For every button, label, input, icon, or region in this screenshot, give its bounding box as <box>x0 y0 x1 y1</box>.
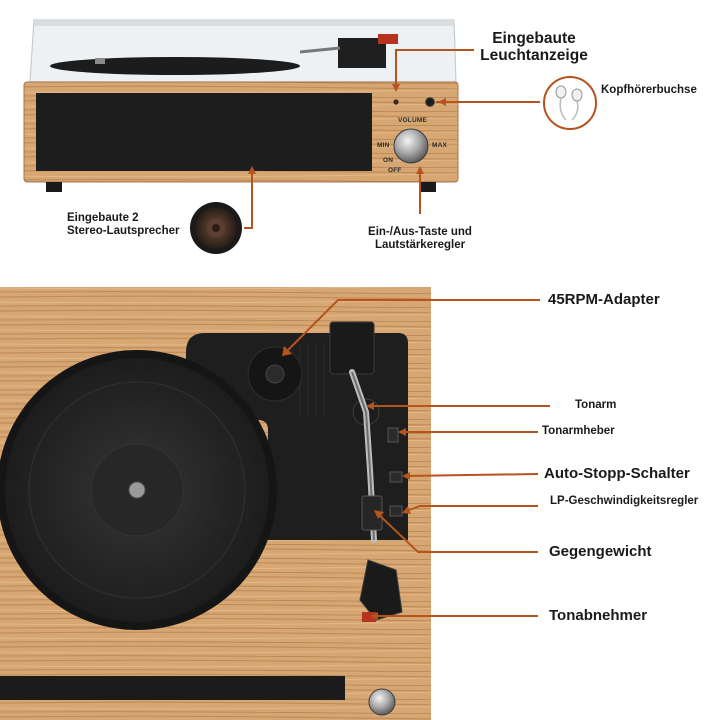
bottom-callout-lines <box>285 299 550 617</box>
knob-off-label: OFF <box>388 167 402 174</box>
label-tonearm-lift: Tonarmheber <box>542 425 615 437</box>
callout-speakers <box>244 168 253 229</box>
speed-switch <box>389 505 403 517</box>
volume-knob <box>393 128 429 164</box>
stylus-tip <box>362 612 376 622</box>
speaker-grille <box>36 93 372 171</box>
label-indicator-line2: Leuchtanzeige <box>480 47 588 65</box>
speaker-driver-icon <box>190 202 242 254</box>
label-indicator-line1: Eingebaute <box>492 30 576 47</box>
label-adapter: 45RPM-Adapter <box>548 291 660 308</box>
arrow-knob <box>416 166 424 174</box>
label-counterweight: Gegengewicht <box>549 543 652 560</box>
adapter-45rpm <box>265 364 285 384</box>
foot-right <box>420 182 436 192</box>
arrow-adapter <box>282 346 292 356</box>
label-indicator: Eingebaute Leuchtanzeige <box>476 30 592 65</box>
tonearm-lift <box>387 427 399 443</box>
callout-auto-stop <box>403 473 539 477</box>
spindle-front <box>95 58 105 64</box>
callout-counterweight <box>375 511 538 553</box>
label-power-volume-line1: Ein-/Aus-Taste und <box>368 226 472 238</box>
top-callout-lines <box>244 49 540 229</box>
speaker-grille-bottom <box>0 676 345 700</box>
dust-cover-edge <box>34 20 454 26</box>
tonearm-front <box>299 46 341 54</box>
label-cartridge: Tonabnehmer <box>549 607 648 624</box>
knob-min-label: MIN <box>377 142 390 149</box>
earphones-icon <box>543 76 597 130</box>
knob-volume-label: VOLUME <box>398 117 428 124</box>
label-speed: LP-Geschwindigkeitsregler <box>550 495 699 507</box>
arrow-speed <box>402 506 411 514</box>
label-power-volume: Ein-/Aus-Taste und Lautstärkeregler <box>358 226 482 252</box>
spindle <box>128 481 146 499</box>
arrow-auto-stop <box>402 472 410 480</box>
label-speakers-line2: Stereo-Lautsprecher <box>67 224 180 237</box>
knob-max-label: MAX <box>432 142 448 149</box>
arrow-headphone <box>438 98 446 106</box>
arrow-counterweight <box>374 510 384 519</box>
knob-on-label: ON <box>383 157 394 164</box>
headphone-jack <box>425 97 435 107</box>
arrow-speakers <box>248 166 256 174</box>
indicator-led <box>393 99 399 105</box>
volume-knob-bottom <box>368 688 396 716</box>
auto-stop-switch <box>389 471 403 483</box>
tonearm-head <box>329 321 375 375</box>
label-speakers: Eingebaute 2 Stereo-Lautsprecher <box>67 212 179 238</box>
tonearm-lift-red <box>378 34 398 44</box>
arrow-tonearm <box>366 402 374 410</box>
deck-plate <box>186 333 408 540</box>
arrow-indicator <box>392 84 400 92</box>
label-speakers-line1: Eingebaute 2 <box>67 212 139 224</box>
label-headphone: Kopfhörerbuchse <box>601 84 697 96</box>
label-tonearm: Tonarm <box>575 399 617 411</box>
arrow-tonearm-lift <box>398 428 406 436</box>
platter-front <box>50 57 300 75</box>
label-auto-stop: Auto-Stopp-Schalter <box>544 465 690 482</box>
label-power-volume-line2: Lautstärkeregler <box>374 238 466 251</box>
callout-adapter <box>285 299 540 353</box>
foot-left <box>46 182 62 192</box>
arrow-cartridge <box>370 612 378 620</box>
turntable-front-view <box>23 19 459 192</box>
platter-ring <box>28 381 246 599</box>
turntable-top-view <box>0 287 431 720</box>
callout-indicator <box>395 49 474 90</box>
